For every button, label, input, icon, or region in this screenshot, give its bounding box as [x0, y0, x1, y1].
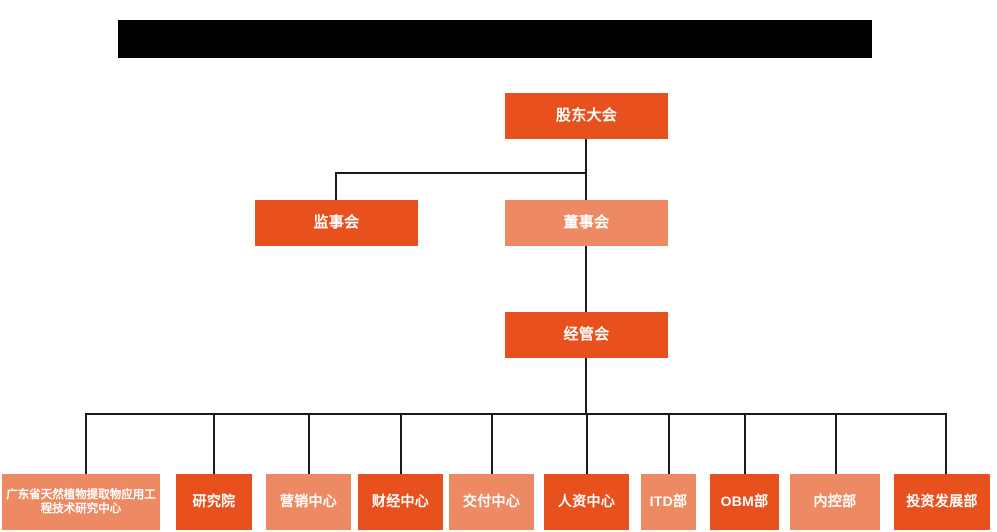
- connector-drop-investment-dev-dept: [945, 413, 947, 474]
- node-shareholders[interactable]: 股东大会: [505, 93, 668, 139]
- node-internal-control-dept[interactable]: 内控部: [790, 474, 880, 530]
- connector-drop-directors: [585, 172, 587, 201]
- connector-drop-gd-research-center: [85, 413, 87, 474]
- connector-drop-finance-center: [400, 413, 402, 474]
- connector-drop-obm-dept: [744, 413, 746, 474]
- node-obm-dept[interactable]: OBM部: [710, 474, 779, 530]
- node-itd-dept[interactable]: ITD部: [641, 474, 696, 530]
- connector-drop-internal-control-dept: [835, 413, 837, 474]
- connector-drop-supervisors: [335, 172, 337, 201]
- connector-drop-hr-center: [586, 413, 588, 474]
- connector-management-down: [585, 358, 587, 414]
- connector-level4-bus: [85, 413, 946, 415]
- node-gd-research-center[interactable]: 广东省天然植物提取物应用工程技术研究中心: [2, 474, 160, 530]
- connector-drop-research-institute: [213, 413, 215, 474]
- connector-drop-itd-dept: [668, 413, 670, 474]
- node-finance-center[interactable]: 财经中心: [358, 474, 443, 530]
- node-hr-center[interactable]: 人资中心: [544, 474, 629, 530]
- node-supervisors[interactable]: 监事会: [255, 200, 418, 246]
- node-delivery-center[interactable]: 交付中心: [449, 474, 534, 530]
- connector-directors-management: [585, 244, 587, 312]
- redacted-title-bar: [118, 20, 872, 58]
- connector-level2-bus: [335, 172, 587, 174]
- node-research-institute[interactable]: 研究院: [176, 474, 252, 530]
- connector-drop-delivery-center: [491, 413, 493, 474]
- node-management[interactable]: 经管会: [505, 312, 668, 358]
- node-marketing-center[interactable]: 营销中心: [266, 474, 351, 530]
- node-investment-dev-dept[interactable]: 投资发展部: [894, 474, 990, 530]
- connector-drop-marketing-center: [308, 413, 310, 474]
- connector-shareholders-down: [585, 139, 587, 174]
- node-directors[interactable]: 董事会: [505, 200, 668, 246]
